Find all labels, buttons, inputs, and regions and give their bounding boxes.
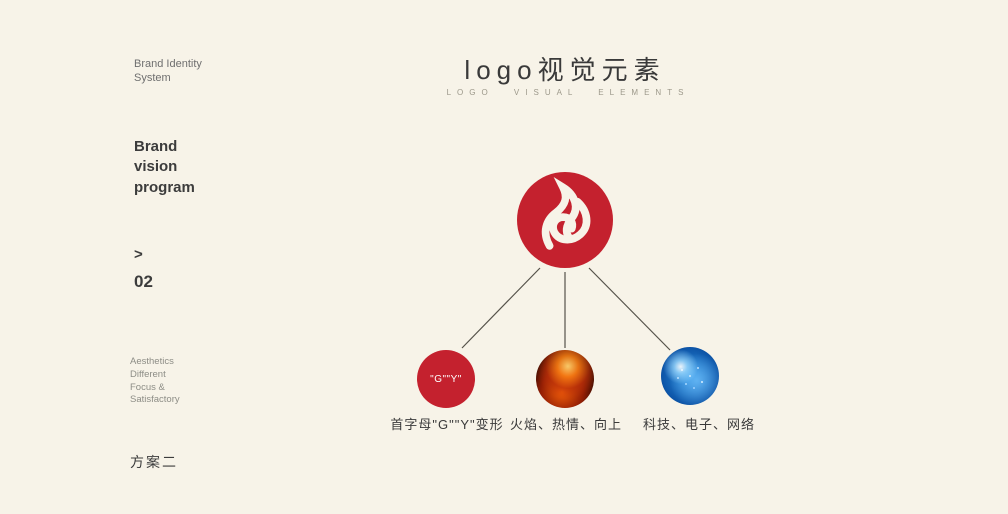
node-flame-image bbox=[536, 350, 594, 408]
chevron-marker: > bbox=[134, 246, 143, 263]
node-initials-text: "G""Y" bbox=[430, 373, 462, 385]
connector-left bbox=[461, 267, 541, 349]
flame-logo-icon bbox=[517, 172, 613, 268]
flame-stroke bbox=[541, 177, 580, 250]
node-label-tech: 科技、电子、网络 bbox=[642, 417, 756, 432]
node-tech-image bbox=[661, 347, 719, 405]
aesthetics-tagline: Aesthetics Different Focus & Satisfactor… bbox=[130, 356, 180, 406]
node-label-flame: 火焰、热情、向上 bbox=[509, 417, 623, 432]
g-monogram-stroke bbox=[549, 197, 591, 244]
node-label-initials: 首字母"G""Y"变形 bbox=[390, 417, 504, 432]
node-initials-circle: "G""Y" bbox=[417, 350, 475, 408]
brand-vision-heading: Brand vision program bbox=[134, 138, 195, 196]
connector-right bbox=[588, 267, 671, 351]
scheme-label: 方案二 bbox=[130, 454, 178, 470]
page-subtitle: LOGO VISUAL ELEMENTS bbox=[446, 88, 690, 97]
flame-logo-svg bbox=[517, 172, 613, 268]
page-title: logo视觉元素 bbox=[464, 55, 666, 85]
brand-identity-system-label: Brand Identity System bbox=[134, 58, 202, 84]
connector-lines bbox=[461, 267, 671, 351]
section-number: 02 bbox=[134, 272, 153, 291]
